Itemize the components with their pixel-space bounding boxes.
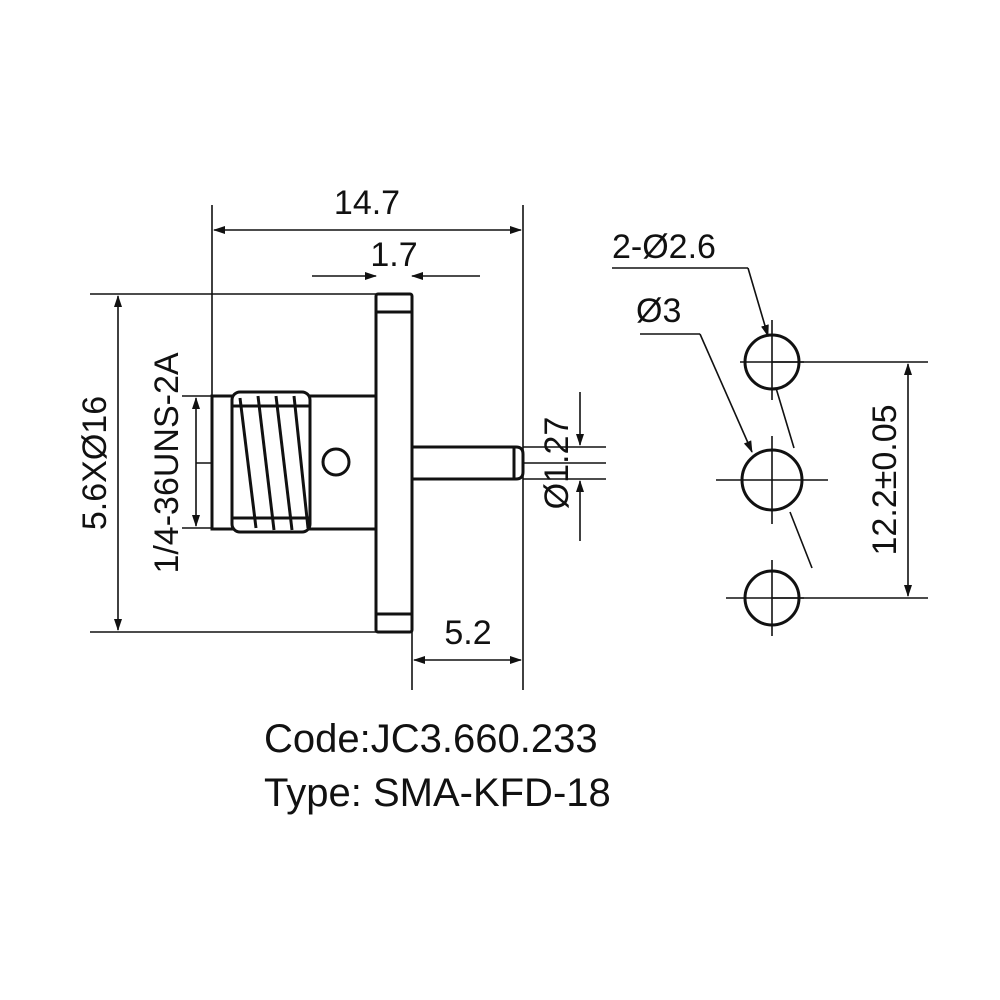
caption-type: Type: SMA-KFD-18 xyxy=(264,771,611,815)
flange xyxy=(374,292,414,634)
thread xyxy=(230,390,312,534)
caption-code: Code:JC3.660.233 xyxy=(264,717,598,761)
dim-pin-length: 5.2 xyxy=(444,614,491,652)
hole-pattern-view: 12.2±0.05 2-Ø2.6 Ø3 xyxy=(612,228,928,636)
dim-center-hole: Ø3 xyxy=(636,292,681,330)
dim-flange-size: 5.6XØ16 xyxy=(76,396,114,530)
dim-thread: 1/4-36UNS-2A xyxy=(148,352,186,573)
dim-hole-spacing: 12.2±0.05 xyxy=(866,404,904,555)
dim-hole-spec: 2-Ø2.6 xyxy=(612,228,716,266)
side-view: 14.7 1.7 5.6XØ16 1/4-36UNS-2A Ø1.27 5.2 xyxy=(76,184,606,690)
dim-pin-diameter: Ø1.27 xyxy=(538,417,576,510)
center-pin xyxy=(410,445,525,481)
side-hole xyxy=(321,447,351,477)
dim-flange-thickness: 1.7 xyxy=(370,236,417,274)
dim-overall-length: 14.7 xyxy=(334,184,400,222)
